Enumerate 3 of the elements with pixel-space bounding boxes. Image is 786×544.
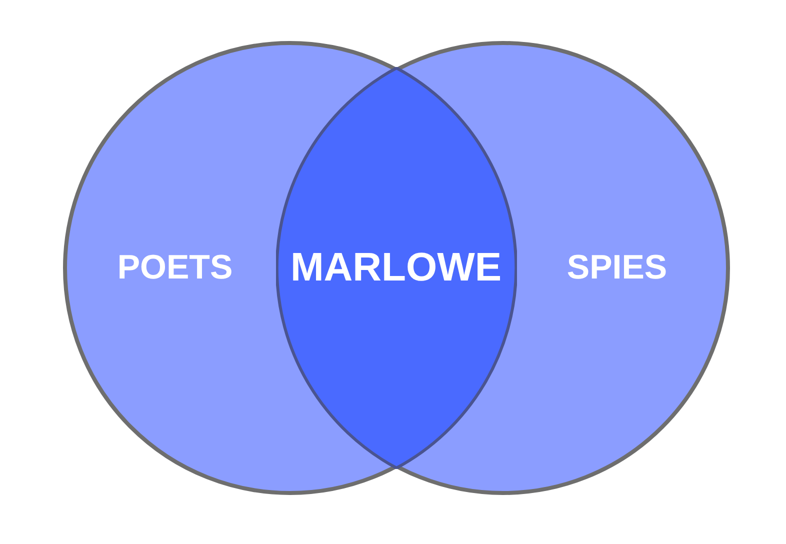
set-label: POETS xyxy=(117,248,233,288)
intersection-label: MARLOWE xyxy=(290,246,502,290)
set-label: SPIES xyxy=(566,248,668,288)
